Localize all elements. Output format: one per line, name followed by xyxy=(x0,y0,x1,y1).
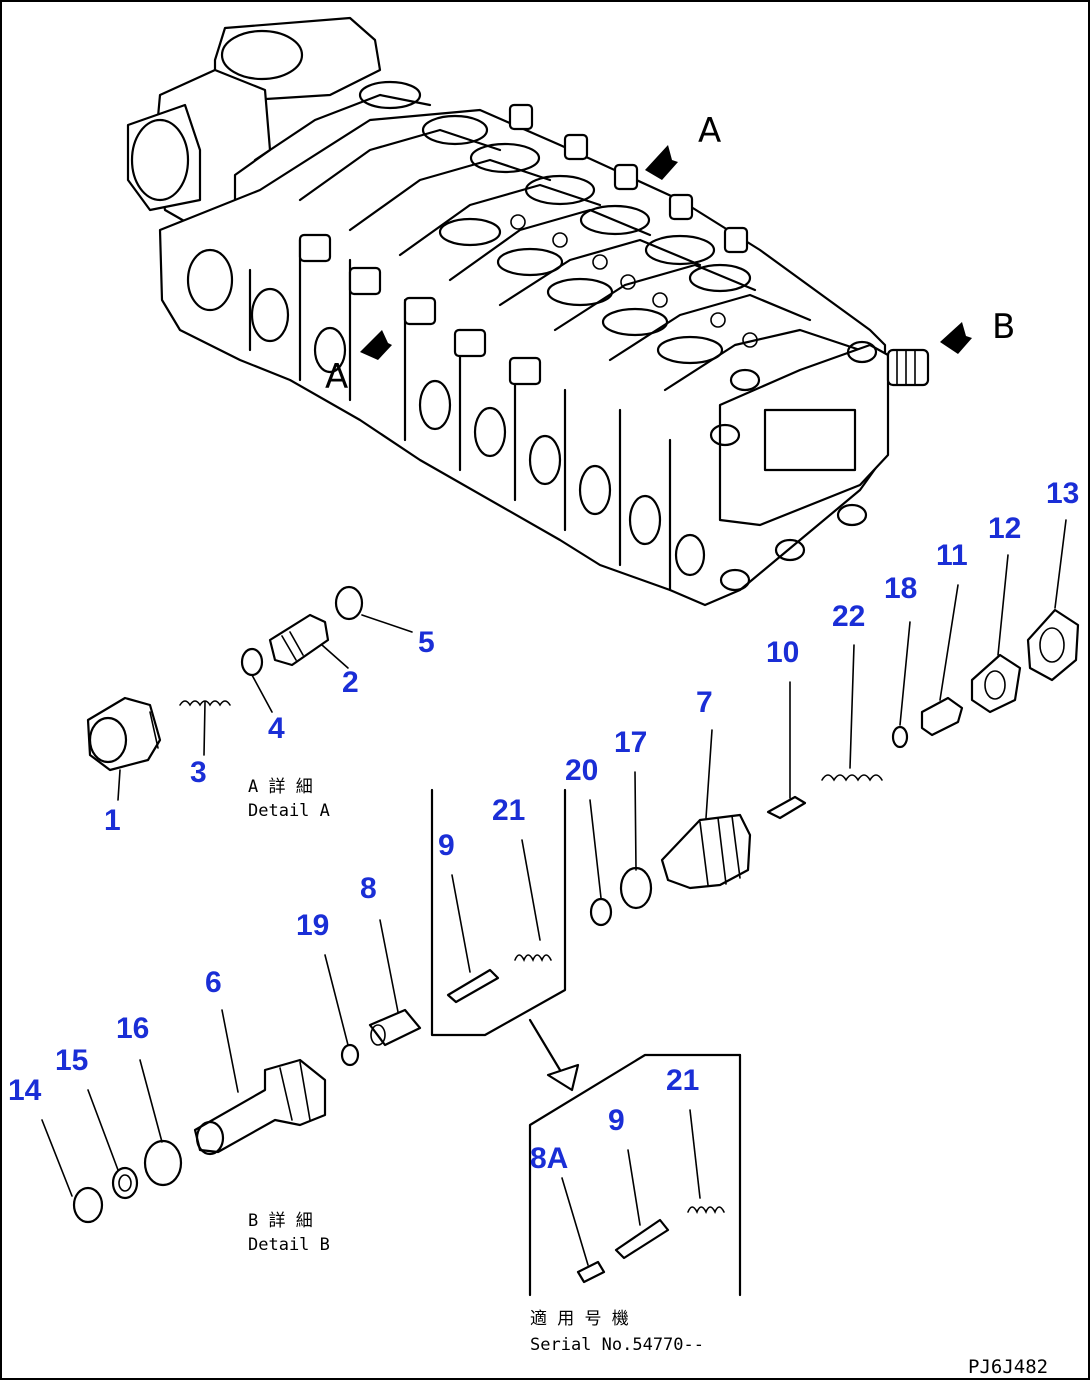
callout-numbers: 1 2 3 4 5 6 7 8 8A 9 9 10 11 12 13 14 15… xyxy=(8,477,1079,1175)
callout-22: 22 xyxy=(832,600,865,633)
callout-16: 16 xyxy=(116,1012,149,1045)
callout-21: 21 xyxy=(492,794,525,827)
callout-8a: 8A xyxy=(530,1142,568,1175)
callout-12: 12 xyxy=(988,512,1021,545)
callout-3: 3 xyxy=(190,756,207,789)
callout-1: 1 xyxy=(104,804,121,837)
detail-b-en: Detail B xyxy=(248,1235,330,1255)
callout-18: 18 xyxy=(884,572,917,605)
detail-frame xyxy=(430,788,742,1297)
detail-b-parts xyxy=(72,608,1080,1224)
callout-11: 11 xyxy=(936,539,968,572)
detail-b-jp: B 詳 細 xyxy=(248,1211,313,1231)
top-bolts xyxy=(508,103,749,254)
callout-7: 7 xyxy=(696,686,713,719)
callout-13: 13 xyxy=(1046,477,1079,510)
serial-jp: 適 用 号 機 xyxy=(530,1309,629,1329)
view-arrows xyxy=(360,145,972,360)
serial-en: Serial No.54770-- xyxy=(530,1335,704,1355)
callout-9-serial: 9 xyxy=(608,1104,625,1137)
leader-lines xyxy=(41,519,1067,1266)
detail-a-parts xyxy=(86,585,364,772)
callout-8: 8 xyxy=(360,872,377,905)
view-label-a-top: A xyxy=(698,111,721,151)
callout-17: 17 xyxy=(614,726,647,759)
callout-9: 9 xyxy=(438,829,455,862)
view-label-a-left: A xyxy=(325,357,348,397)
detail-captions: A 詳 細 Detail A B 詳 細 Detail B 適 用 号 機 Se… xyxy=(248,777,704,1355)
callout-6: 6 xyxy=(205,966,222,999)
callout-19: 19 xyxy=(296,909,329,942)
callout-10: 10 xyxy=(766,636,799,669)
callout-21-serial: 21 xyxy=(666,1064,699,1097)
callout-20: 20 xyxy=(565,754,598,787)
callout-14: 14 xyxy=(8,1074,42,1107)
callout-15: 15 xyxy=(55,1044,88,1077)
detail-a-en: Detail A xyxy=(248,801,330,821)
detail-a-jp: A 詳 細 xyxy=(248,777,313,797)
side-bolts xyxy=(298,233,542,386)
callout-4: 4 xyxy=(268,712,285,745)
drawing-code: PJ6J482 xyxy=(968,1356,1048,1378)
callout-2: 2 xyxy=(342,666,359,699)
view-label-b-right: B xyxy=(992,307,1015,347)
control-valve-assembly xyxy=(126,16,930,607)
callout-5: 5 xyxy=(418,626,435,659)
